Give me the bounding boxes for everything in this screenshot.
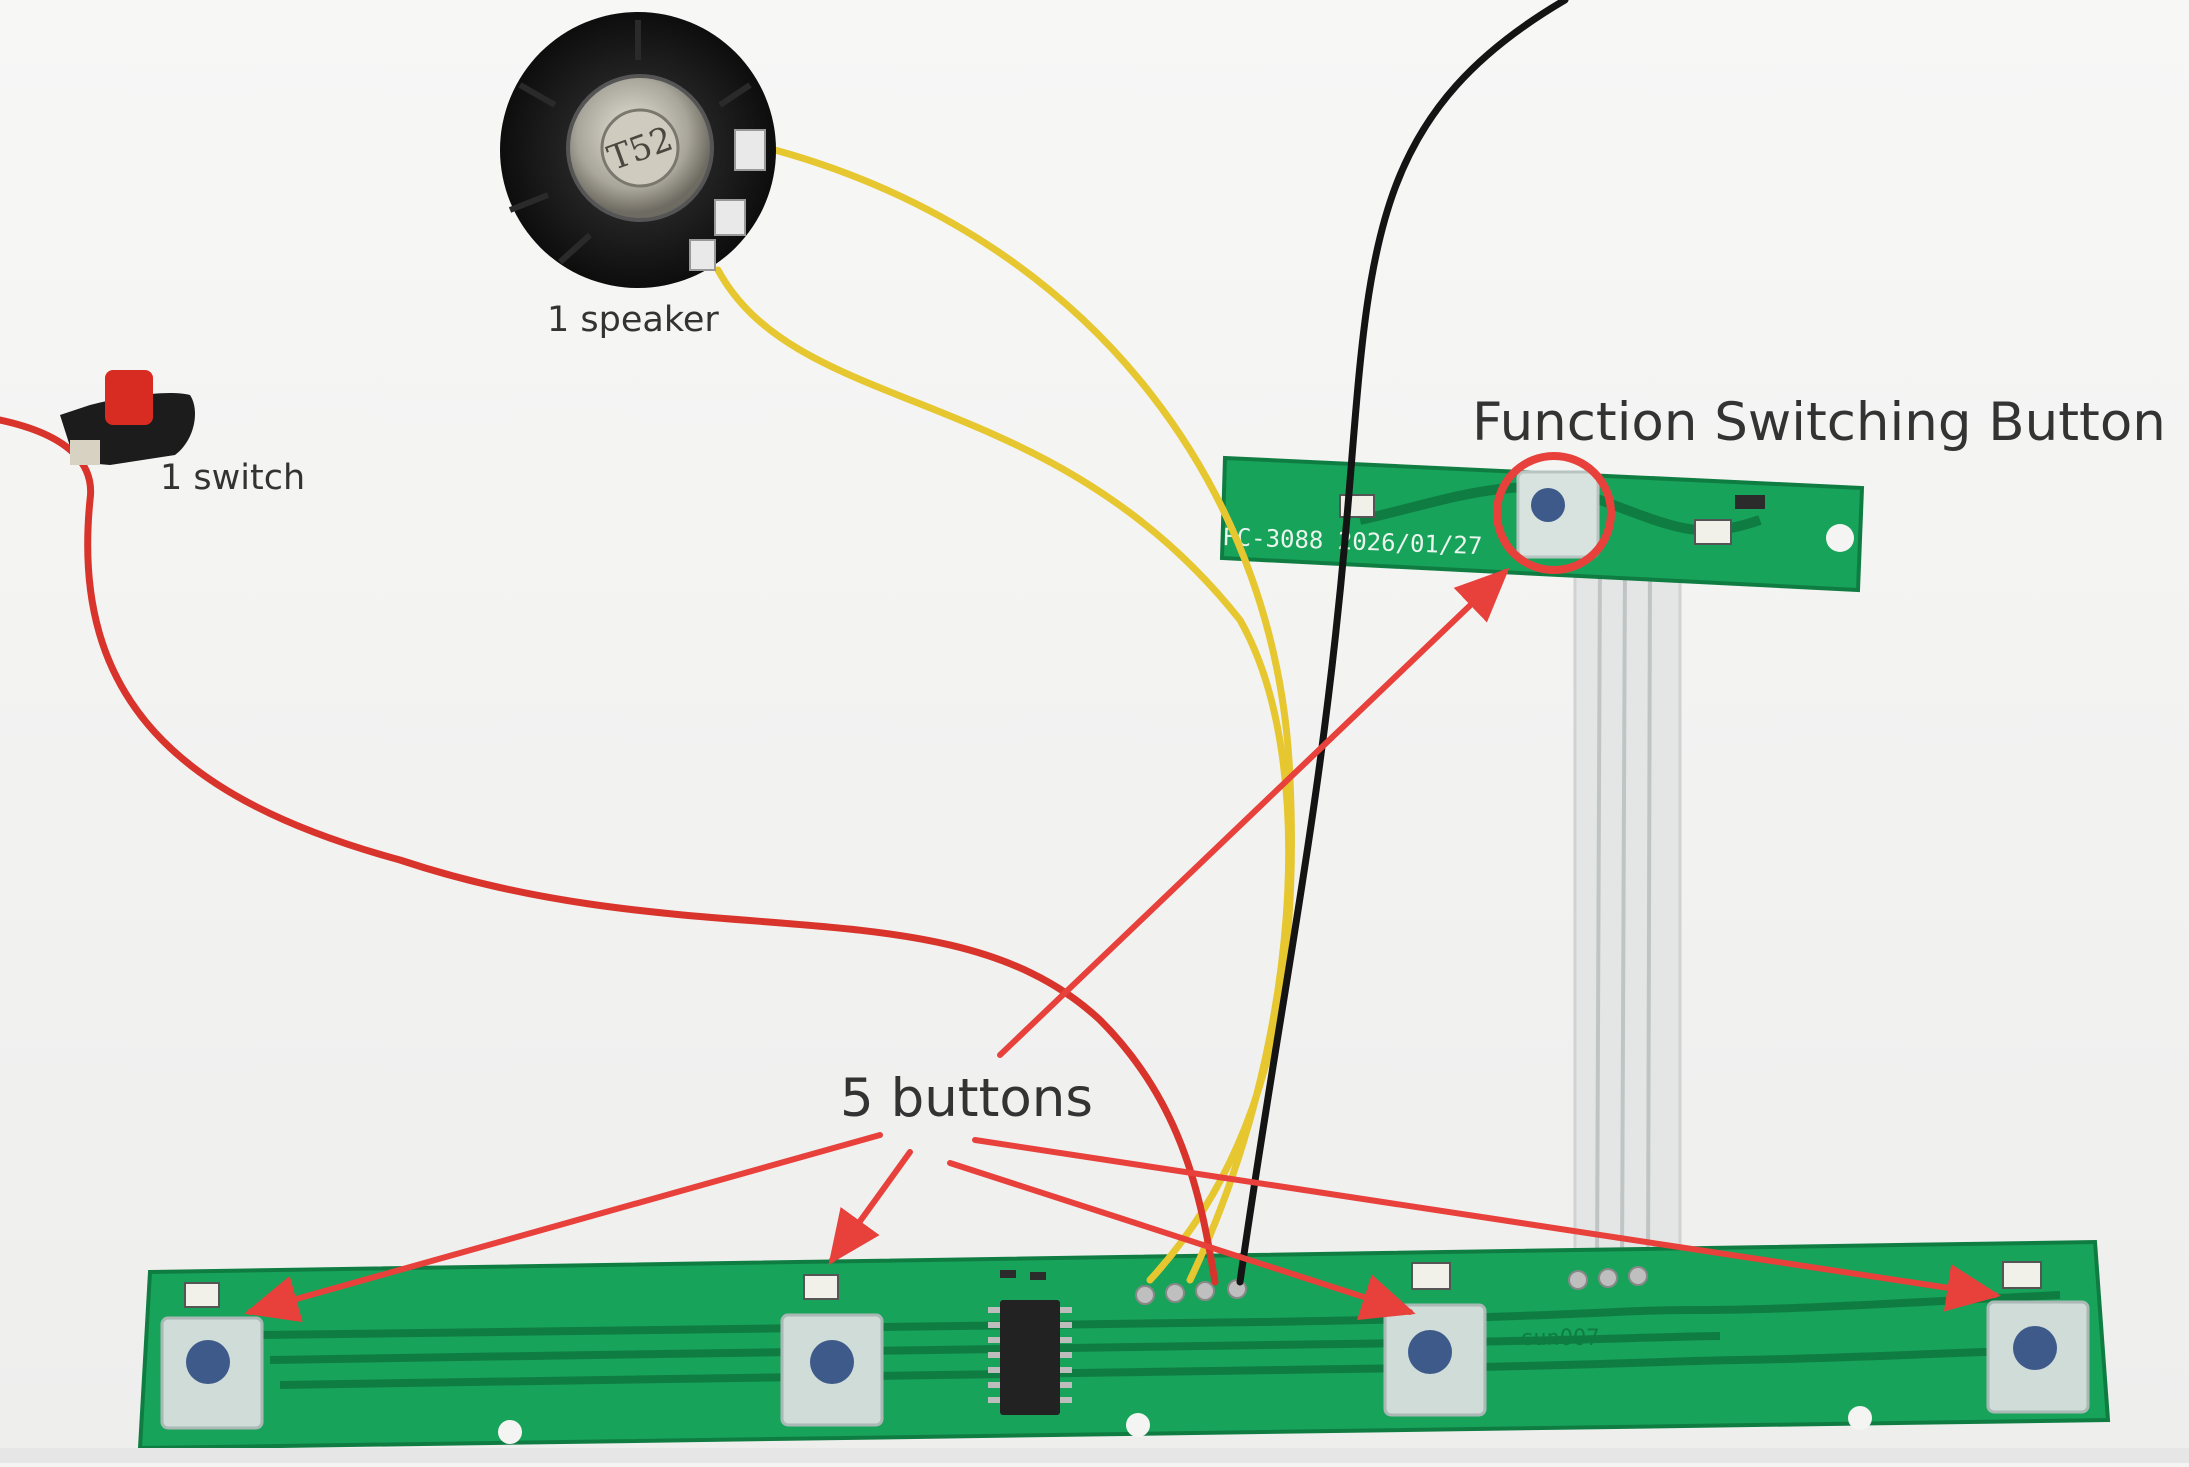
small-pcb-board: FC-3088 2026/01/27: [1219, 455, 1865, 593]
ic-chip: [988, 1300, 1072, 1415]
bottom-strip: [0, 1448, 2189, 1463]
buttons-label: 5 buttons: [840, 1068, 1093, 1129]
ribbon-cable: [1573, 553, 1682, 1277]
function-button-label: Function Switching Button: [1472, 392, 2166, 453]
tactile-button-1: [160, 1316, 264, 1430]
tactile-button-2: [780, 1313, 884, 1427]
wires: [0, 0, 1569, 1286]
smd-led: [1411, 1262, 1451, 1290]
annotation-arrows: [244, 567, 2001, 1323]
tactile-button-4: [1986, 1300, 2090, 1414]
main-board-marking: cun007: [1520, 1326, 1599, 1351]
switch-knob: [105, 370, 153, 425]
speaker-label: 1 speaker: [547, 300, 719, 340]
function-button-highlight-circle: [1493, 452, 1615, 574]
switch-label: 1 switch: [160, 458, 306, 498]
smd-led: [2002, 1261, 2042, 1289]
arrow-to-function-button: [997, 567, 1510, 1058]
arrow-to-button-3: [947, 1160, 1416, 1321]
black-wire: [1236, 0, 1569, 1286]
arrow-to-button-1: [244, 1132, 883, 1323]
speaker: T52: [500, 12, 776, 288]
speaker-wire-2: [714, 266, 1293, 1284]
main-pcb-board: cun007: [137, 1239, 2111, 1451]
arrow-to-button-4: [972, 1137, 2001, 1312]
button-cap: [1531, 488, 1565, 522]
smd-led: [1694, 519, 1732, 545]
tactile-button-3: [1383, 1303, 1487, 1417]
switch-wire: [0, 416, 1219, 1286]
power-switch: [60, 370, 195, 465]
solder-pads: [1135, 1266, 1648, 1305]
smd-led: [803, 1274, 839, 1300]
arrow-to-button-2: [828, 1149, 913, 1265]
smd-resistor: [1735, 495, 1765, 509]
smd-led: [184, 1282, 220, 1308]
